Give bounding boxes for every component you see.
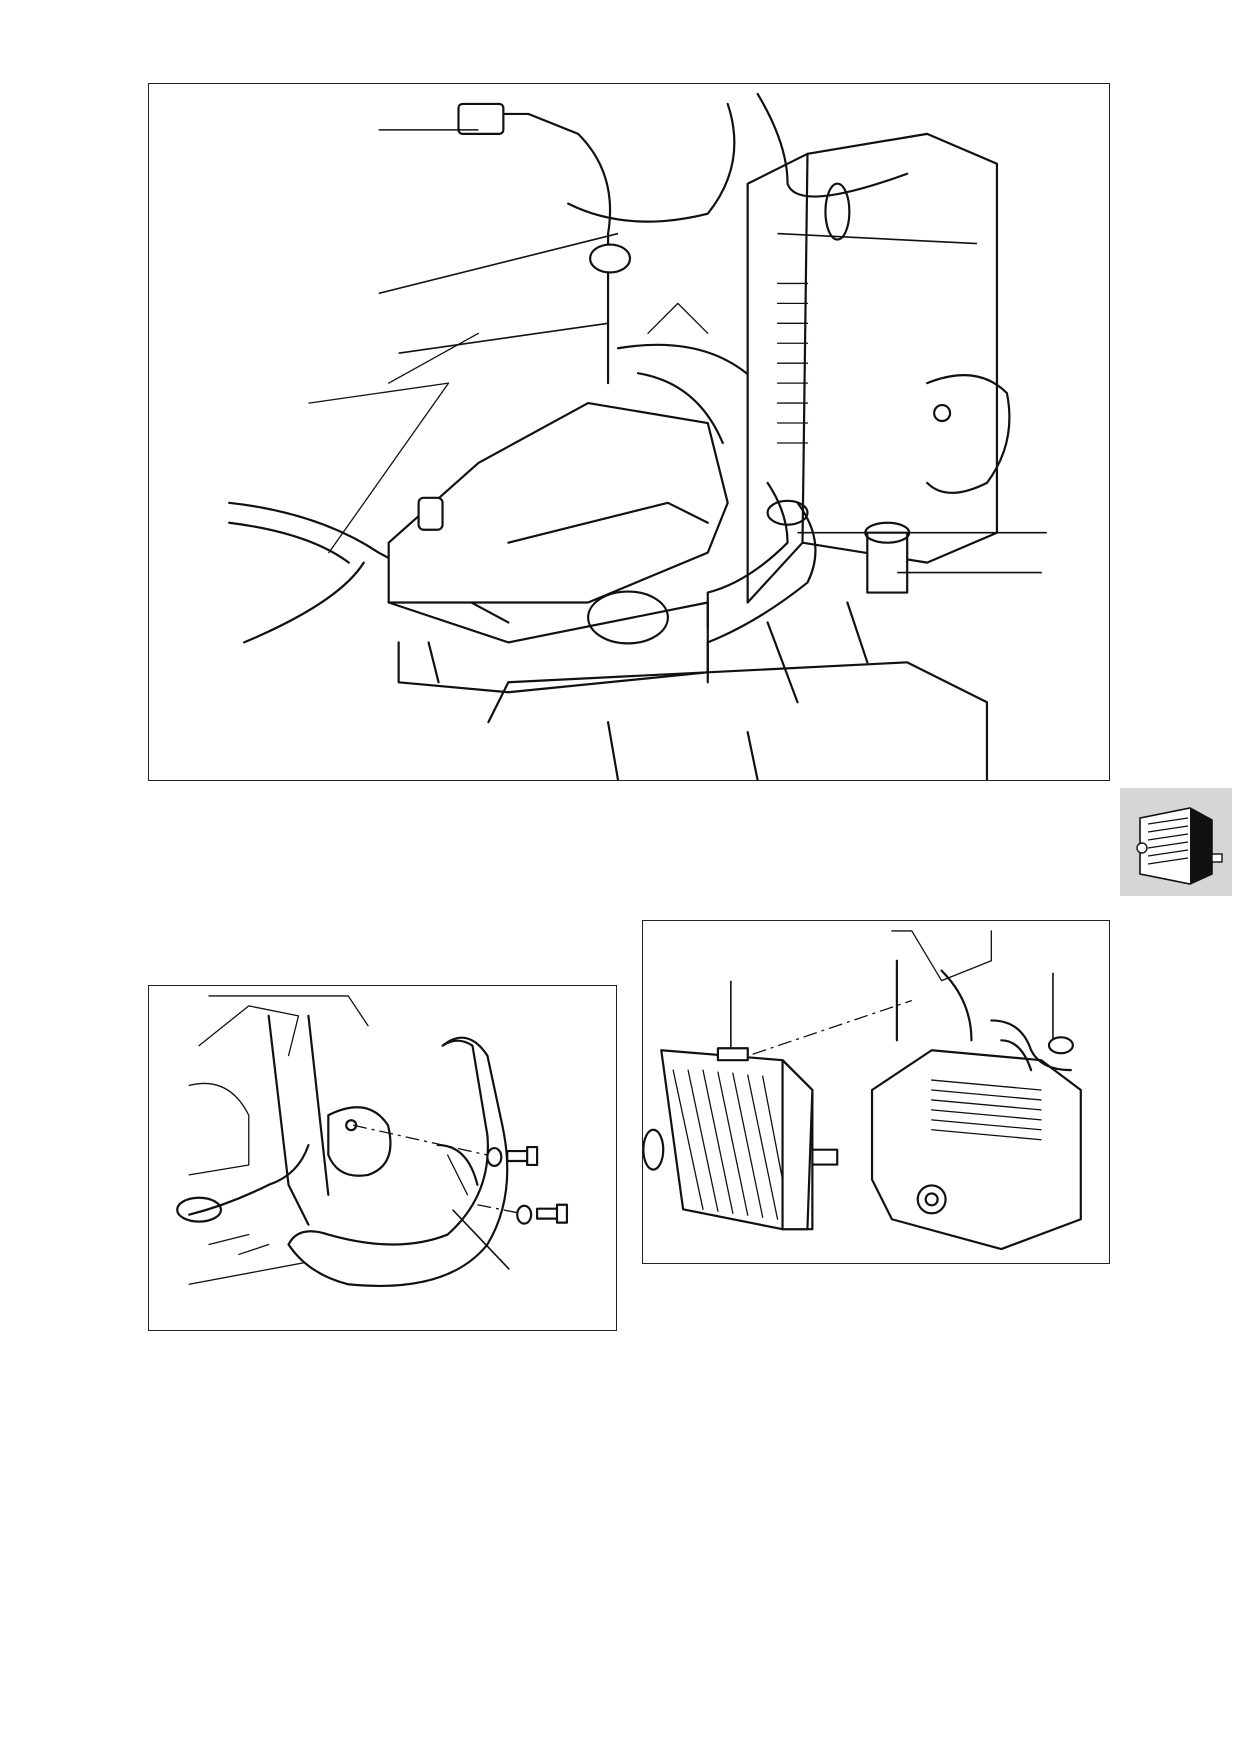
radiator-icon (1136, 807, 1223, 885)
grommet (589, 243, 632, 274)
radiator-side (746, 152, 809, 604)
radiator-tank (801, 132, 999, 564)
sensor-lead (467, 112, 612, 385)
section-tab (1120, 788, 1232, 896)
sensor-connector (457, 102, 505, 135)
line-drawing-radiator-removal (643, 930, 1082, 1251)
figure-cowl-bracket (148, 985, 617, 1331)
figure-radiator-removal (642, 920, 1110, 1264)
washer-upper (486, 1146, 503, 1168)
line-drawing-radiator-hoses (228, 92, 1047, 780)
line-drawing-cowl-bracket (176, 995, 569, 1288)
washer-lower (516, 1204, 533, 1225)
wing-edge (228, 501, 510, 624)
engine-block (870, 1049, 1082, 1251)
air-box-port (587, 590, 669, 645)
cowl-bracket (287, 1036, 509, 1288)
radiator-frame (267, 1014, 310, 1226)
figure-radiator-hoses (148, 83, 1110, 781)
mounting-pin (716, 1047, 749, 1062)
top-hose (756, 92, 909, 198)
